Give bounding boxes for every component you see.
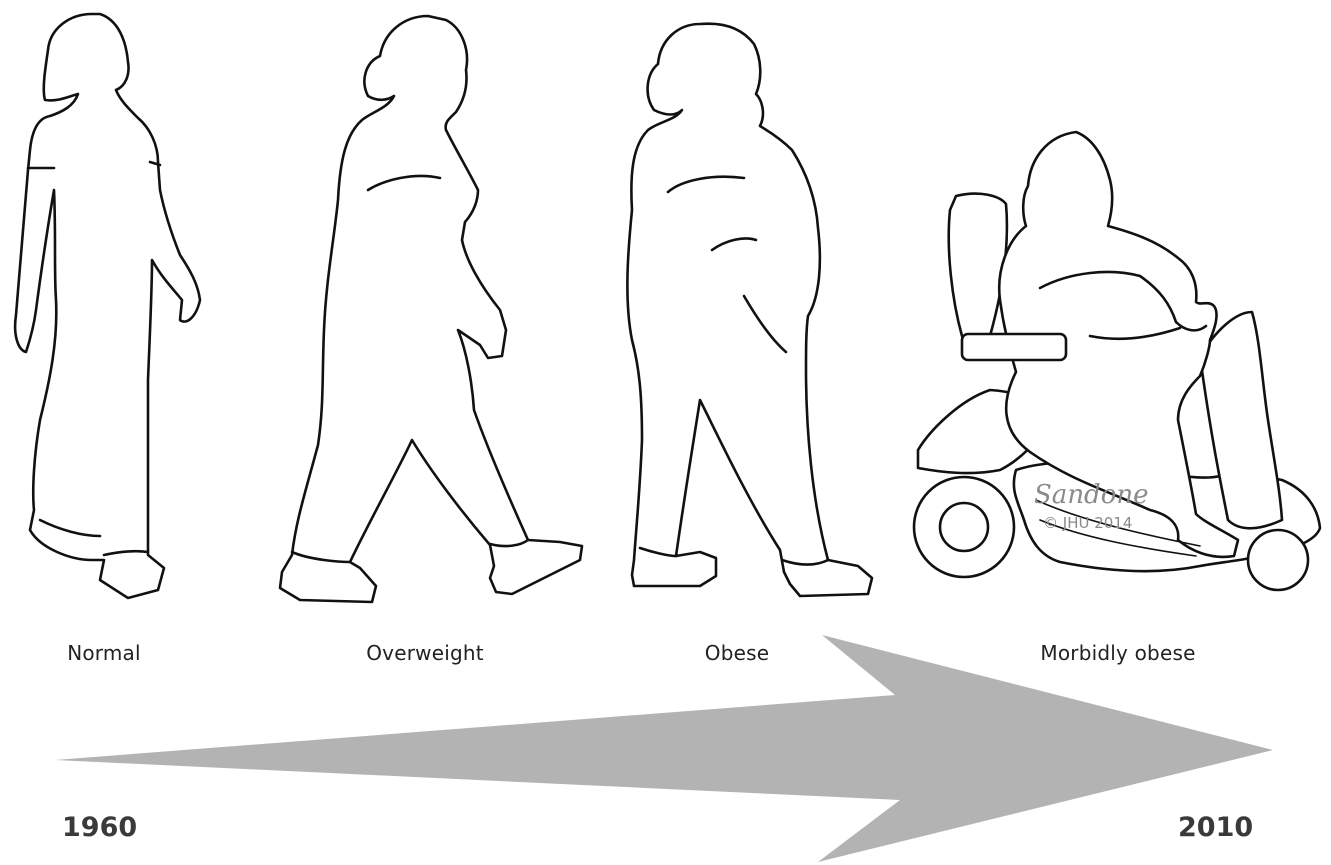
label-morbidly-obese: Morbidly obese — [1040, 641, 1195, 665]
figure-normal — [15, 14, 200, 598]
year-end: 2010 — [1178, 812, 1253, 843]
figure-obese — [627, 24, 872, 596]
year-start: 1960 — [62, 812, 137, 843]
copyright-notice: © JHU 2014 — [1043, 514, 1132, 532]
artist-signature: Sandone — [1034, 480, 1149, 510]
label-normal: Normal — [67, 641, 141, 665]
label-overweight: Overweight — [366, 641, 484, 665]
figure-overweight — [280, 16, 582, 602]
timeline-arrow — [55, 635, 1273, 862]
label-obese: Obese — [705, 641, 769, 665]
